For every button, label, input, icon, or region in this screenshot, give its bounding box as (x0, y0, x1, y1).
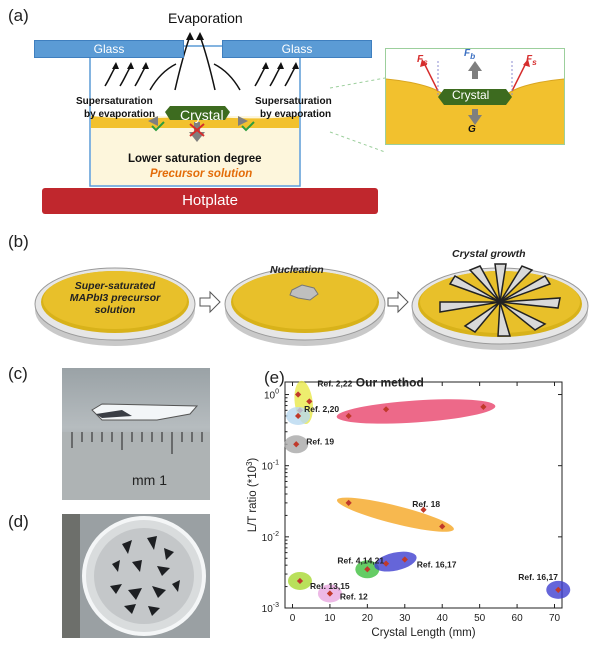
crystal-label: Crystal (180, 107, 224, 123)
data-point (345, 499, 352, 507)
panel-b-label: (b) (8, 232, 29, 251)
group-label: Ref. 4,14,21 (337, 555, 384, 565)
x-tick-label: 40 (437, 613, 449, 624)
group-label: Ref. 16,17 (417, 560, 457, 570)
dish1-label-line2: MAPbI3 precursor (69, 292, 161, 304)
group-ellipse (336, 497, 454, 532)
glass-right: Glass (222, 40, 372, 58)
plot-frame (284, 381, 563, 609)
dish1-label: Super-saturated MAPbI3 precursor solutio… (47, 280, 183, 316)
x-tick-label: 60 (512, 613, 524, 624)
panel-a-label: (a) (8, 6, 29, 25)
data-point (345, 412, 352, 420)
zoom-g-label: G (468, 124, 476, 135)
evaporation-label: Evaporation (168, 10, 243, 26)
ruler-photo: mm 1 (62, 368, 210, 500)
dish1-label-line1: Super-saturated (74, 280, 156, 292)
hotplate: Hotplate (42, 188, 378, 214)
group-ellipse (374, 551, 417, 572)
chart-title: Our method (356, 375, 424, 389)
crystal-dish-photo (62, 514, 210, 638)
zoom-fs-right: Fs (526, 54, 537, 67)
y-tick-label: 10-3 (262, 602, 279, 615)
supersaturation-left-line2: by evaporation (84, 109, 156, 120)
glass-left: Glass (34, 40, 184, 58)
panel-c-label: (c) (8, 364, 28, 383)
lower-saturation-label: Lower saturation degree (128, 153, 262, 165)
group-label: Ref. 16,17 (518, 572, 558, 582)
dish2-label: Nucleation (270, 264, 324, 276)
data-point (294, 412, 302, 420)
zoom-fs-left: Fs (417, 54, 428, 67)
ruler-text: mm 1 (132, 472, 167, 488)
y-tick-label: 100 (264, 389, 279, 402)
group-label: Ref. 19 (306, 436, 334, 446)
zoom-inset-drawing (386, 59, 564, 144)
x-axis-label: Crystal Length (mm) (371, 627, 475, 639)
x-tick-label: 0 (290, 613, 296, 624)
panel-e-label: (e) (264, 368, 285, 387)
group-label: Ref. 12 (340, 591, 368, 601)
x-tick-label: 50 (474, 613, 486, 624)
panel-d-label: (d) (8, 512, 29, 531)
evaporation-schematic (89, 32, 386, 187)
group-ellipse (336, 399, 496, 424)
crystal-dish-drawing (62, 514, 206, 638)
x-tick-label: 30 (399, 613, 411, 624)
supersaturation-left-line1: Supersaturation (76, 96, 153, 107)
group-label: Ref. 13,15 (310, 581, 350, 591)
dish3-label: Crystal growth (452, 248, 526, 260)
zoom-inset (385, 48, 565, 145)
supersaturation-right-line2: by evaporation (260, 109, 332, 120)
supersaturation-right-line1: Supersaturation (255, 96, 332, 107)
petri-dish-sequence (34, 263, 589, 350)
ruler-photo-drawing (62, 403, 210, 500)
y-tick-label: 10-1 (262, 460, 279, 473)
x-tick-label: 70 (549, 613, 561, 624)
dish1-label-line3: solution (94, 304, 136, 316)
zoom-crystal-label: Crystal (452, 88, 490, 102)
zoom-fb: Fb (464, 48, 476, 61)
x-tick-label: 20 (362, 613, 374, 624)
group-label: Ref. 18 (412, 499, 440, 509)
y-axis-label: L/T ratio (*103) (245, 458, 259, 533)
x-tick-label: 10 (324, 613, 336, 624)
y-tick-label: 10-2 (262, 531, 279, 544)
group-label: Ref. 2,22 (317, 379, 352, 389)
precursor-solution-label: Precursor solution (150, 168, 253, 180)
group-label: Ref. 2,20 (304, 404, 339, 414)
